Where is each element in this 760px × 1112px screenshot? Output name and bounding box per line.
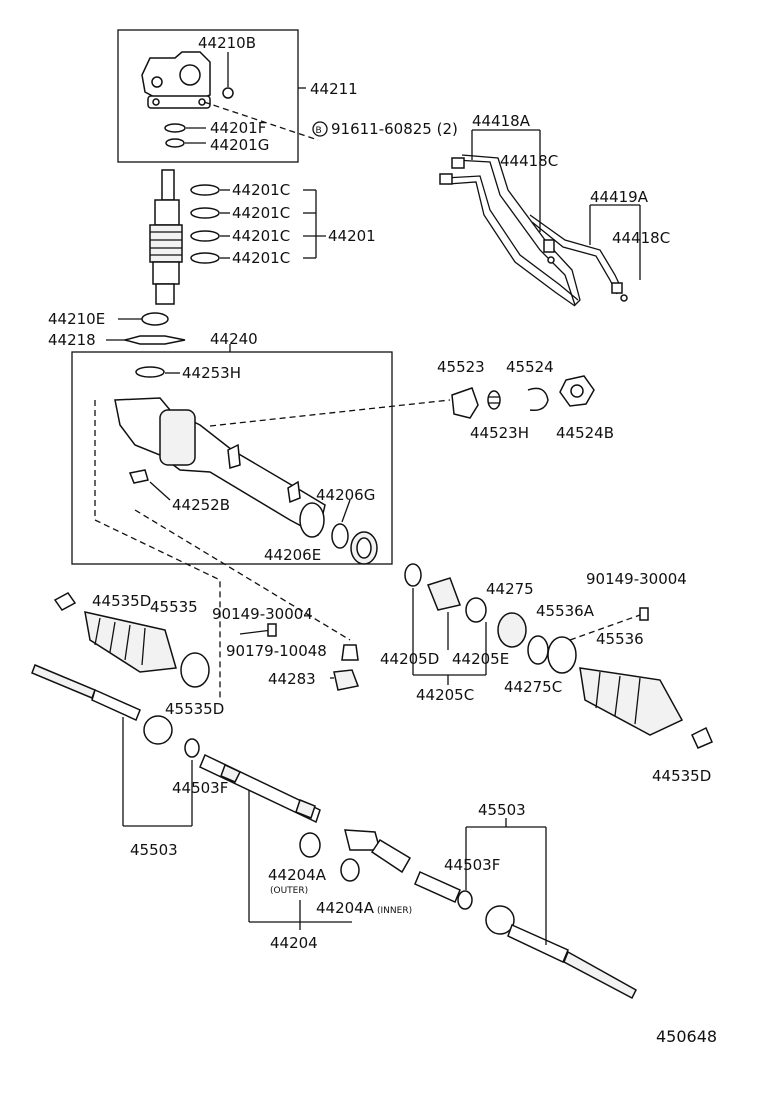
- diagram-code: 450648: [656, 1027, 717, 1046]
- label-44206E: 44206E: [264, 546, 321, 564]
- label-44201C-2: 44201C: [232, 204, 290, 222]
- label-44218: 44218: [48, 331, 96, 349]
- label-90149-30004-left: 90149-30004: [212, 605, 313, 623]
- label-44503F-left: 44503F: [172, 779, 228, 797]
- label-45503-left: 45503: [130, 841, 178, 859]
- label-44210E: 44210E: [48, 310, 105, 328]
- label-44205D: 44205D: [380, 650, 439, 668]
- label-44535D-right: 44535D: [652, 767, 711, 785]
- right-tie-rod: [457, 818, 637, 1000]
- label-44205E: 44205E: [452, 650, 509, 668]
- label-45503-right: 45503: [478, 801, 526, 819]
- label-44523H: 44523H: [470, 424, 529, 442]
- label-44503F-right: 44503F: [444, 856, 500, 874]
- label-91611-60825: 91611-60825 (2): [331, 120, 458, 138]
- valve-housing-group: [117, 29, 319, 163]
- label-44275: 44275: [486, 580, 534, 598]
- label-44275C: 44275C: [504, 678, 562, 696]
- bolt-mark-letter: B: [316, 126, 322, 136]
- label-44205C: 44205C: [416, 686, 474, 704]
- label-44201C-3: 44201C: [232, 227, 290, 245]
- label-45523: 45523: [437, 358, 485, 376]
- pressure-tubes: [439, 129, 641, 307]
- label-45535D: 45535D: [165, 700, 224, 718]
- label-44204: 44204: [270, 934, 318, 952]
- label-45536A: 45536A: [536, 602, 595, 620]
- label-44204A-outer-note: (OUTER): [270, 886, 308, 896]
- label-44201F: 44201F: [210, 119, 266, 137]
- label-44253H: 44253H: [182, 364, 241, 382]
- label-44419A: 44419A: [590, 188, 649, 206]
- label-45524: 45524: [506, 358, 554, 376]
- label-44418C-1: 44418C: [500, 152, 558, 170]
- left-tie-rod: [31, 664, 200, 827]
- label-44210B: 44210B: [198, 34, 256, 52]
- label-44524B: 44524B: [556, 424, 614, 442]
- label-45536: 45536: [596, 630, 644, 648]
- seal-rings-44201C: [190, 184, 326, 264]
- label-44418A: 44418A: [472, 112, 531, 130]
- label-44283: 44283: [268, 670, 316, 688]
- label-44211: 44211: [310, 80, 358, 98]
- rack-guide-group: [451, 375, 595, 419]
- label-44240: 44240: [210, 330, 258, 348]
- label-44201C-1: 44201C: [232, 181, 290, 199]
- bolt-mark-icon: [312, 121, 328, 137]
- label-44204A-inner-note: (INNER): [377, 906, 412, 916]
- pinion-shaft: [149, 169, 183, 305]
- label-44201: 44201: [328, 227, 376, 245]
- label-44204A-outer: 44204A: [268, 866, 327, 884]
- label-90179-10048: 90179-10048: [226, 642, 327, 660]
- label-90149-30004-right: 90149-30004: [586, 570, 687, 588]
- label-44206G: 44206G: [316, 486, 375, 504]
- label-44418C-2: 44418C: [612, 229, 670, 247]
- label-44201C-4: 44201C: [232, 249, 290, 267]
- rack-housing: [114, 366, 378, 565]
- rack-bar: [199, 753, 461, 930]
- label-44252B: 44252B: [172, 496, 230, 514]
- label-44535D-left: 44535D: [92, 592, 151, 610]
- left-boot-group: [53, 592, 360, 691]
- right-boot-group: [404, 563, 713, 749]
- label-44201G: 44201G: [210, 136, 269, 154]
- label-45535: 45535: [150, 598, 198, 616]
- label-44204A-inner: 44204A: [316, 899, 375, 917]
